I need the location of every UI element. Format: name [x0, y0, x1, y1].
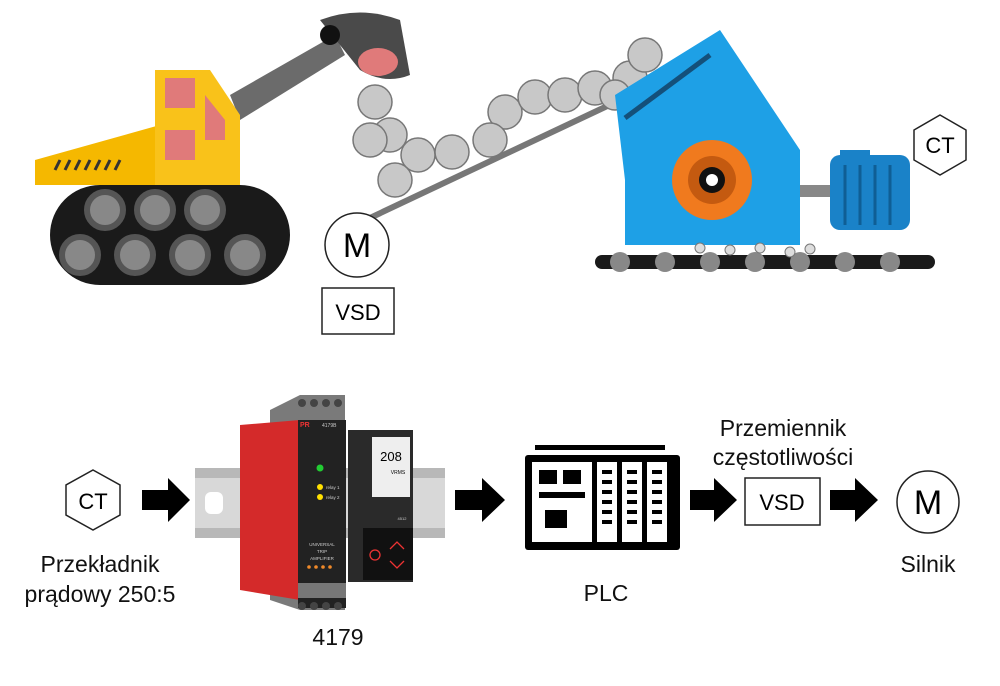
- excavator-illustration: [35, 12, 410, 285]
- arrow-icon: [830, 478, 878, 522]
- vsd-caption-line2: częstotliwości: [712, 444, 854, 470]
- ct-symbol: CT: [65, 469, 121, 531]
- display-module-label: 4512: [398, 516, 408, 521]
- arrow-icon: [690, 478, 737, 522]
- arrow-icon: [142, 478, 190, 522]
- device-model: 4179B: [322, 423, 337, 429]
- ct-caption-line1: Przekładnik: [40, 551, 160, 577]
- device-brand: PR: [300, 422, 310, 429]
- top-motor-symbol: M: [324, 212, 390, 278]
- vsd-box: VSD: [744, 477, 821, 526]
- device-name-3: AMPLIFIER: [310, 556, 335, 561]
- ct-caption-line2: prądowy 250:5: [24, 581, 176, 607]
- motor-symbol: M: [896, 470, 960, 534]
- plc-caption: PLC: [583, 580, 629, 606]
- vsd-label: VSD: [759, 490, 804, 515]
- display-unit: VRMS: [391, 470, 406, 476]
- top-ct-label: CT: [925, 133, 954, 158]
- top-vsd-box: VSD: [321, 287, 395, 335]
- top-motor-label: M: [343, 227, 371, 265]
- device-4179: PR 4179B relay 1 relay 2 UNIVERSAL TRIP …: [240, 395, 413, 610]
- arrow-icon: [455, 478, 505, 522]
- relay1-label: relay 1: [326, 485, 340, 490]
- vsd-caption-line1: Przemiennik: [719, 415, 847, 441]
- device-name-1: UNIVERSAL: [309, 542, 335, 547]
- ct-label: CT: [78, 489, 107, 514]
- status-led: [316, 464, 324, 472]
- top-ct-symbol: CT: [913, 114, 967, 176]
- plc-icon: [525, 445, 680, 550]
- device-caption: 4179: [312, 624, 364, 650]
- relay2-label: relay 2: [326, 495, 340, 500]
- rocks: [352, 37, 663, 198]
- keypad: [363, 528, 413, 580]
- motor-label: M: [914, 484, 942, 522]
- crusher-illustration: [595, 30, 935, 272]
- conveyor-belt: [353, 97, 622, 228]
- motor-caption: Silnik: [900, 551, 956, 577]
- top-vsd-label: VSD: [335, 300, 380, 325]
- display-value: 208: [380, 449, 402, 464]
- device-name-2: TRIP: [317, 549, 327, 554]
